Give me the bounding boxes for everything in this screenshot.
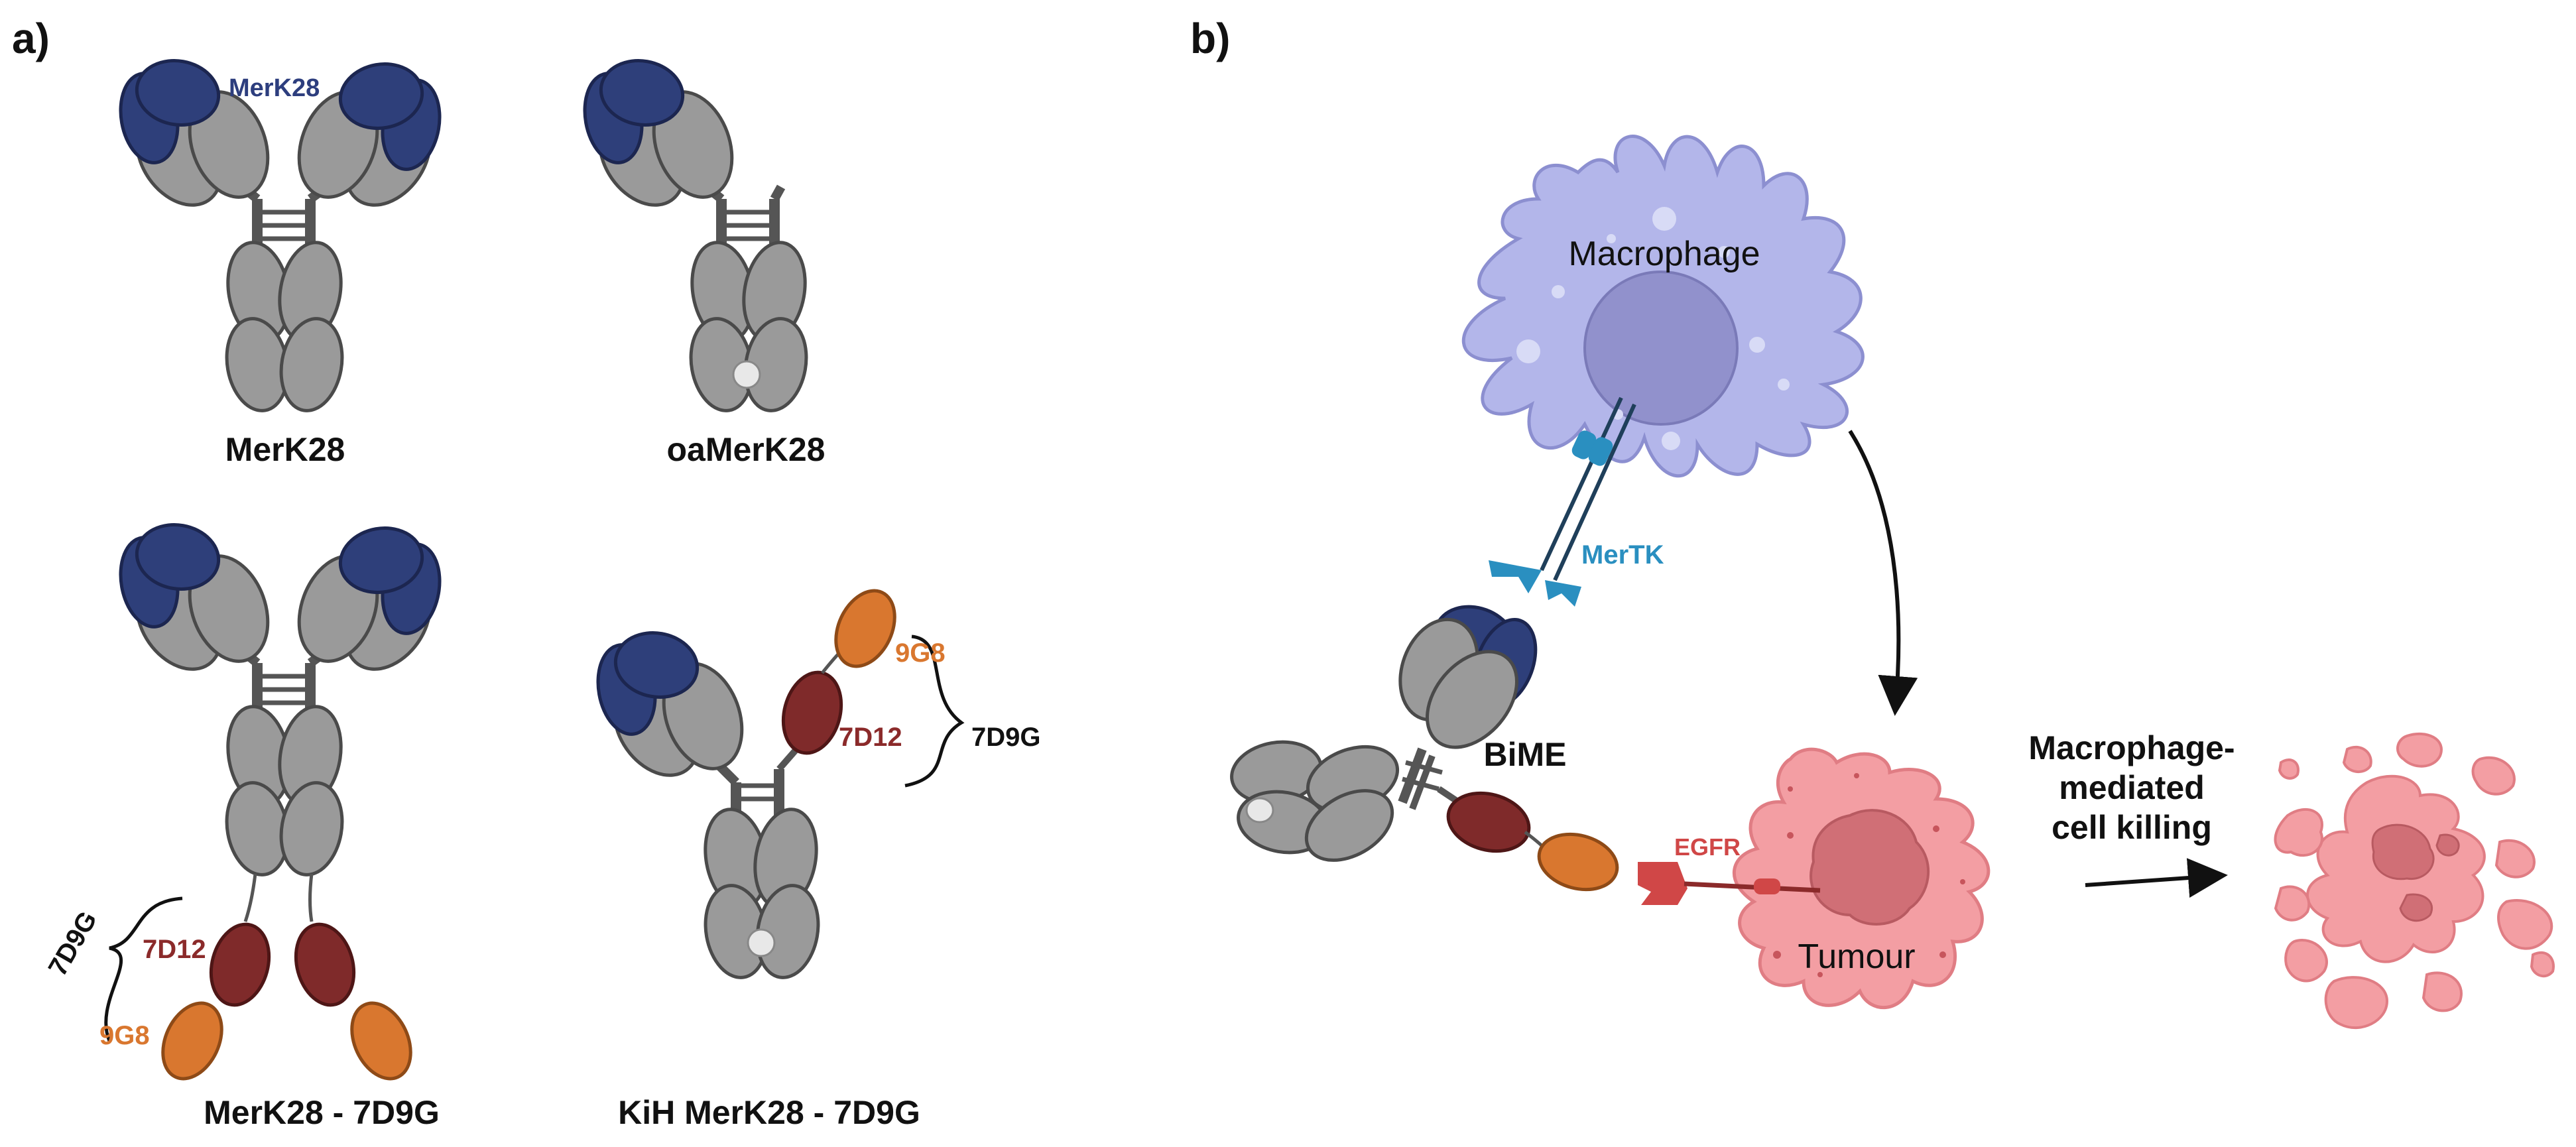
merk28-domain-label: MerK28: [229, 74, 320, 102]
antibody-kih-merk28-7d9g: [596, 589, 896, 979]
killing-text-line3: cell killing: [2052, 809, 2212, 846]
caption-oamerk28: oaMerK28: [667, 431, 826, 468]
panel-a: a) MerK28 MerK2: [12, 15, 1041, 1131]
brace-7d9g-right: [904, 634, 965, 788]
bime-molecule: [1230, 605, 1619, 892]
arrow-to-tumour: [1848, 430, 1918, 716]
killing-text-line1: Macrophage-: [2028, 729, 2235, 766]
panel-b: b) Macrophage MerTK: [1190, 15, 2555, 1029]
label-7d12-right: 7D12: [839, 723, 902, 752]
label-9g8-right: 9G8: [895, 638, 946, 668]
tumour-cell: [1733, 747, 1991, 1009]
caption-merk28-7d9g: MerK28 - 7D9G: [204, 1094, 440, 1131]
killing-text-line2: mediated: [2059, 769, 2205, 806]
mertk-label: MerTK: [1581, 540, 1664, 570]
antibody-merk28-7d9g: [119, 523, 442, 1081]
mertk-receptor: [1489, 396, 1636, 607]
label-7d9g-left: 7D9G: [43, 906, 103, 981]
antibody-merk28: [119, 59, 442, 412]
macrophage-label: Macrophage: [1568, 235, 1760, 273]
macrophage-cell: [1461, 135, 1865, 478]
panel-a-label: a): [12, 15, 50, 62]
brace-7d9g-left: [104, 896, 183, 1042]
caption-merk28: MerK28: [225, 431, 345, 468]
label-7d12-left: 7D12: [143, 935, 206, 964]
fragment-nucleus-pieces: [2371, 823, 2460, 922]
egfr-label: EGFR: [1674, 833, 1741, 861]
tumour-label: Tumour: [1798, 937, 1915, 976]
antibody-oamerk28: [583, 59, 808, 412]
label-9g8-left: 9G8: [99, 1021, 150, 1050]
arrow-to-killed-cell: [2085, 858, 2228, 898]
label-7d9g-right: 7D9G: [971, 723, 1041, 752]
caption-kih-merk28-7d9g: KiH MerK28 - 7D9G: [618, 1094, 920, 1131]
egfr-receptor: [1638, 862, 1821, 905]
panel-b-label: b): [1190, 15, 1230, 62]
fragmented-tumour-cell: [2274, 732, 2555, 1029]
bime-label: BiME: [1484, 736, 1567, 773]
